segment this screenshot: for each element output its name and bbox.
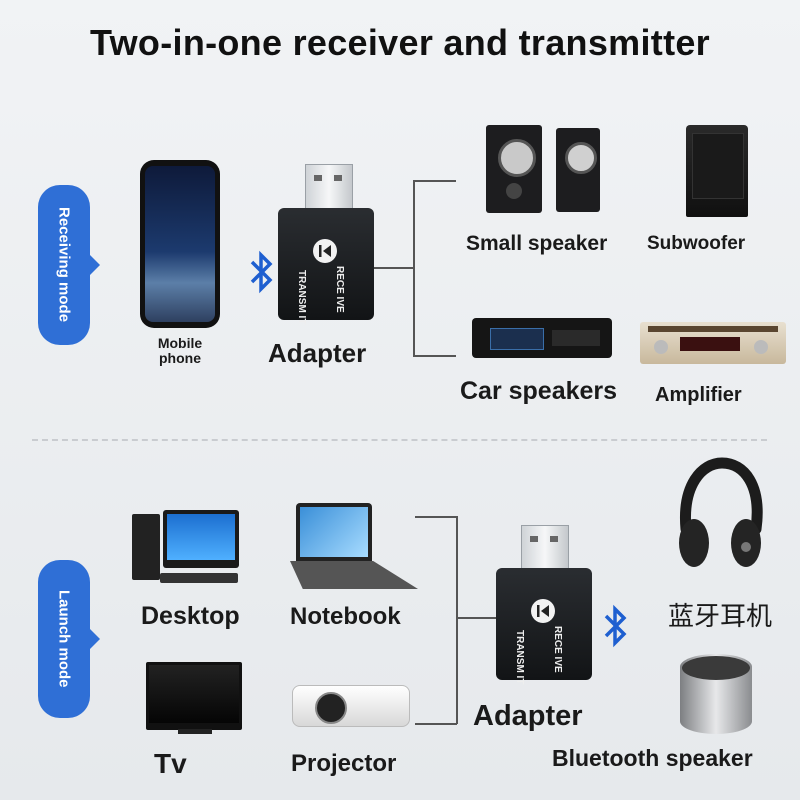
tv-image <box>146 662 242 730</box>
amplifier-label: Amplifier <box>655 384 742 406</box>
connector-line <box>413 180 415 356</box>
adapter-transmit-text: TRANSM IT <box>296 270 307 325</box>
play-pause-icon <box>313 239 337 263</box>
section-divider <box>32 439 767 441</box>
page-title: Two-in-one receiver and transmitter <box>90 22 710 63</box>
mobile-phone-label: Mobile phone <box>157 335 203 366</box>
keyboard-image <box>160 573 238 583</box>
projector-label: Projector <box>291 750 397 777</box>
adapter-receive-text: RECE IVE <box>334 266 345 313</box>
play-pause-icon <box>531 599 555 623</box>
subwoofer-image <box>686 125 748 217</box>
connector-line <box>413 355 456 357</box>
receiving-mode-tab: Receiving mode <box>38 185 100 345</box>
mobile-phone-image <box>140 160 220 328</box>
bluetooth-icon <box>604 604 627 648</box>
desktop-label: Desktop <box>141 602 240 630</box>
headphones-label: 蓝牙耳机 <box>668 602 773 632</box>
small-speaker-image <box>486 125 542 213</box>
adapter-label-launch: Adapter <box>473 700 583 732</box>
amplifier-image <box>640 322 786 364</box>
adapter-label: Adapter <box>268 338 367 368</box>
projector-image <box>292 685 410 727</box>
connector-line <box>415 516 457 518</box>
subwoofer-label: Subwoofer <box>647 233 746 254</box>
adapter-transmit-text: TRANSM IT <box>514 630 525 685</box>
bluetooth-speaker-label: Bluetooth speaker <box>552 745 753 771</box>
connector-line <box>374 267 414 269</box>
bluetooth-speaker-image <box>680 654 752 734</box>
headphones-image <box>679 457 763 567</box>
connector-line <box>456 617 496 619</box>
launch-mode-tab: Launch mode <box>38 560 100 718</box>
desktop-monitor-image <box>163 510 239 568</box>
connector-line <box>456 516 458 724</box>
car-speakers-label: Car speakers <box>460 377 618 405</box>
receiving-mode-label: Receiving mode <box>55 207 73 323</box>
adapter-device: RECE IVE TRANSM IT <box>278 208 374 324</box>
connector-line <box>413 180 456 182</box>
bluetooth-icon <box>250 250 273 294</box>
notebook-image <box>296 503 372 561</box>
desktop-tower-image <box>132 514 160 580</box>
small-speaker-label: Small speaker <box>466 232 608 255</box>
usb-connector <box>521 525 569 572</box>
connector-line <box>415 723 457 725</box>
notebook-keyboard <box>290 561 418 589</box>
usb-connector <box>305 164 353 211</box>
adapter-device: RECE IVE TRANSM IT <box>496 568 592 684</box>
notebook-label: Notebook <box>290 603 401 630</box>
tv-stand <box>178 729 212 734</box>
tv-label: Tv <box>154 748 187 779</box>
adapter-receive-text: RECE IVE <box>552 626 563 673</box>
small-speaker-image-2 <box>556 128 600 212</box>
car-stereo-image <box>472 318 612 358</box>
launch-mode-label: Launch mode <box>55 590 73 688</box>
